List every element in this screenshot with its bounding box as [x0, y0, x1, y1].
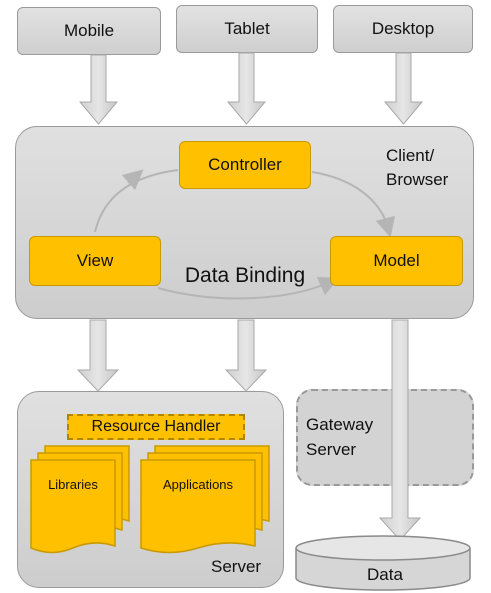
desktop-label: Desktop	[371, 19, 435, 38]
arrow-mobile-to-browser	[78, 54, 119, 125]
data-binding-cycle	[94, 169, 396, 300]
gateway-server-box	[296, 389, 474, 486]
libraries-label: Libraries	[48, 477, 98, 492]
view-box: View	[29, 236, 161, 286]
mobile-box: Mobile	[17, 7, 161, 55]
server-title: Server	[211, 557, 262, 576]
model-box: Model	[330, 236, 463, 286]
arrow-tablet-to-browser	[226, 52, 267, 125]
arrow-browser-to-server-right	[224, 319, 268, 392]
client-browser-title-line2: Browser	[386, 170, 449, 189]
desktop-box: Desktop	[333, 5, 473, 53]
arrow-desktop-to-browser	[383, 52, 424, 125]
resource-handler-box: Resource Handler	[67, 414, 245, 440]
controller-label: Controller	[208, 155, 282, 174]
view-label: View	[76, 251, 114, 270]
gateway-server-label: Gateway Server	[306, 414, 416, 461]
gateway-label-line2: Server	[306, 440, 357, 459]
client-browser-title-line1: Client/	[386, 146, 435, 165]
resource-handler-label: Resource Handler	[91, 418, 221, 435]
data-label: Data	[367, 565, 403, 584]
controller-box: Controller	[179, 141, 311, 189]
client-browser-title: Client/ Browser	[386, 145, 466, 191]
data-binding-label: Data Binding	[184, 264, 306, 287]
mobile-label: Mobile	[63, 21, 115, 40]
arrow-browser-to-server-left	[76, 319, 120, 392]
model-label: Model	[373, 251, 420, 270]
tablet-label: Tablet	[224, 19, 270, 38]
libraries-doc-stack	[30, 445, 130, 554]
data-cylinder	[295, 535, 471, 591]
arrow-browser-to-data	[378, 319, 422, 541]
applications-doc-stack	[140, 445, 270, 554]
applications-label: Applications	[162, 477, 234, 492]
gateway-label-line1: Gateway	[306, 415, 374, 434]
